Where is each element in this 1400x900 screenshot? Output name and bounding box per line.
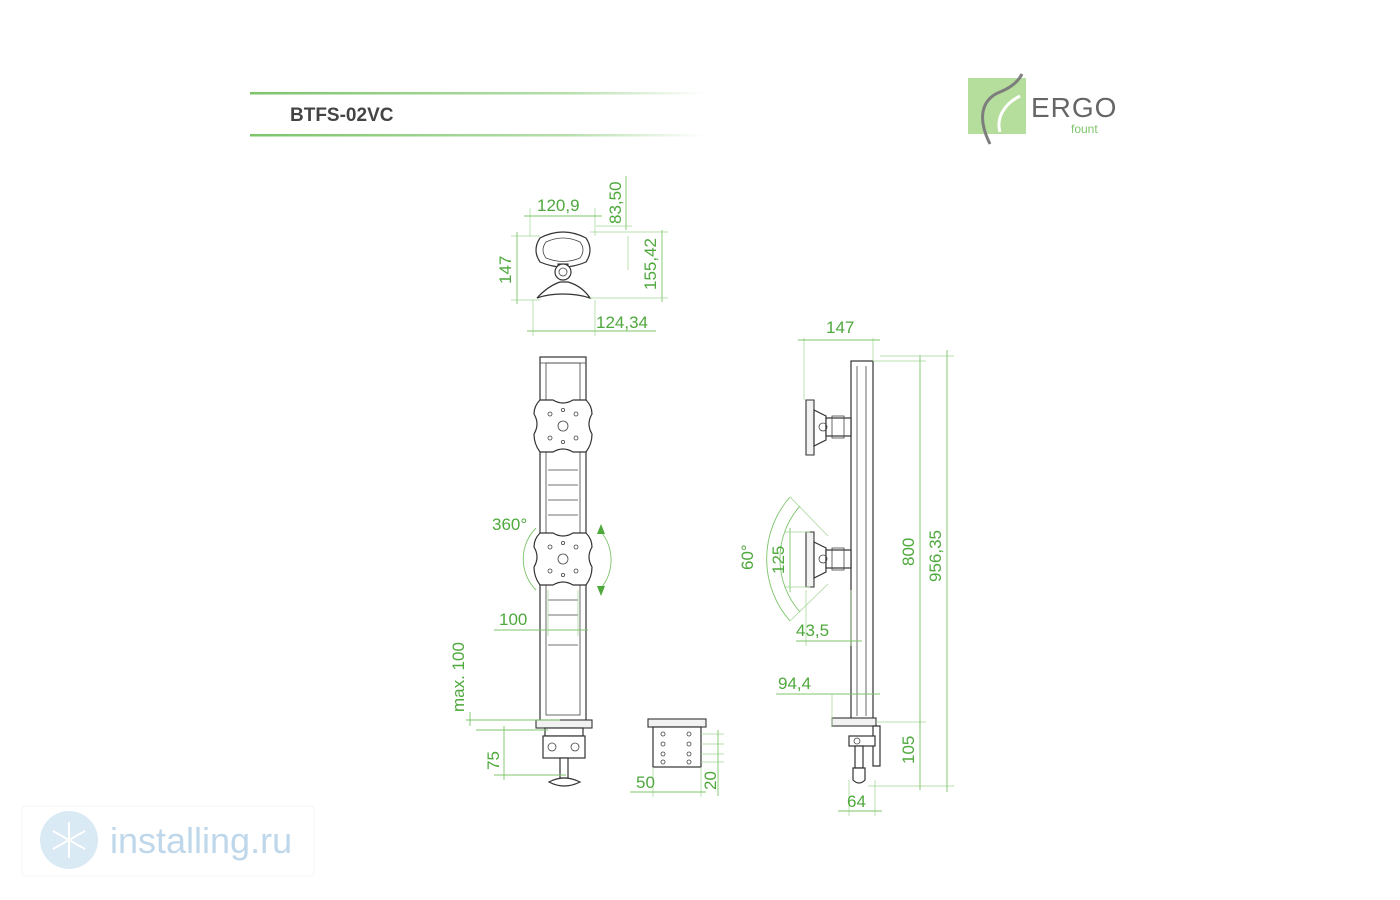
- dim-rotation: 360°: [492, 515, 527, 534]
- dim-max-clamp: max. 100: [449, 642, 468, 712]
- tilt-arc-inner: [779, 505, 801, 613]
- dim-grommet-width: 50: [636, 773, 655, 792]
- side-clamp-top: [831, 717, 877, 727]
- front-clamp-top: [535, 719, 593, 729]
- grommet-top: [647, 718, 707, 728]
- top-view-joint: [554, 263, 572, 281]
- dim-side-depth: 147: [826, 318, 854, 337]
- dim-height-left: 147: [496, 256, 515, 284]
- watermark-text: installing.ru: [110, 820, 292, 861]
- side-pole: [850, 360, 874, 721]
- side-clamp-screw-icon: [853, 737, 861, 745]
- rotation-arc-left: [522, 527, 537, 591]
- front-vesa-plate-lower: [533, 532, 593, 586]
- title-rule-top: [250, 92, 705, 95]
- brand-logo: ERGO fount: [968, 73, 1117, 145]
- logo-square: [968, 78, 1026, 134]
- logo-brand-text: ERGO: [1031, 92, 1117, 123]
- dim-plate-offset: 43,5: [796, 621, 829, 640]
- top-view-base: [536, 281, 592, 300]
- side-clamp-jaw: [848, 735, 876, 747]
- logo-swoosh-inner-icon: [997, 94, 1021, 133]
- watermark: installing.ru: [21, 805, 315, 877]
- dim-arm-depth: 94,4: [778, 674, 811, 693]
- front-clamp-screw-icon: [547, 742, 557, 752]
- front-clamp-neck: [544, 727, 584, 737]
- grommet-view: 50 20: [630, 718, 724, 797]
- side-arm-upper: [805, 399, 852, 456]
- dim-clamp-depth: 75: [484, 751, 503, 770]
- side-clamp-knob: [852, 767, 866, 784]
- top-view-joint-inner: [558, 267, 568, 277]
- grommet-body: [652, 726, 702, 768]
- rotation-arc-right: [600, 531, 612, 589]
- dim-height-right: 155,42: [641, 238, 660, 290]
- tilt-arc-outer: [766, 496, 791, 622]
- dim-base-height: 105: [899, 736, 918, 764]
- front-vesa-plate-upper: [533, 399, 593, 453]
- dim-width-bottom: 124,34: [596, 313, 648, 332]
- model-title: BTFS-02VC: [290, 105, 394, 126]
- watermark-box: [21, 805, 315, 877]
- dim-ext: [789, 496, 829, 537]
- dim-tilt: 60°: [738, 544, 757, 570]
- front-clamp-screw-icon: [570, 742, 580, 752]
- side-clamp-rod: [854, 745, 864, 769]
- dim-width-top: 120,9: [537, 196, 580, 215]
- top-view-handle-inner: [542, 237, 584, 262]
- dim-total-height: 956,35: [926, 530, 945, 582]
- dim-pole-height: 800: [899, 538, 918, 566]
- rotation-arrow-up-icon: [597, 524, 605, 534]
- watermark-snowflake-icon: [52, 822, 86, 858]
- side-view: 147 60° 125 43,5 94,4 800 956,35 10: [738, 318, 954, 816]
- title-bar: BTFS-02VC: [250, 92, 705, 137]
- front-clamp-knob: [547, 777, 582, 787]
- dim-vesa: 100: [499, 610, 527, 629]
- logo-swoosh-icon: [981, 73, 1024, 145]
- grommet-holes: [660, 731, 692, 765]
- top-view: 120,9 83,50 147 155,42 124,34: [496, 176, 668, 336]
- dim-ext: [789, 583, 829, 622]
- dim-clamp-width: 64: [847, 792, 866, 811]
- logo-sub-text: fount: [1071, 122, 1098, 136]
- dim-grommet-hole: 20: [701, 771, 720, 790]
- front-view: 360° 100 max. 100 75: [449, 356, 612, 787]
- dim-height-right-top: 83,50: [606, 181, 625, 224]
- side-arm-lower: [805, 531, 852, 588]
- rotation-arrow-down-icon: [597, 586, 605, 596]
- dim-vesa-height: 125: [769, 546, 788, 574]
- title-rule-bottom: [250, 134, 705, 137]
- grommet-hole-dims: [701, 730, 724, 796]
